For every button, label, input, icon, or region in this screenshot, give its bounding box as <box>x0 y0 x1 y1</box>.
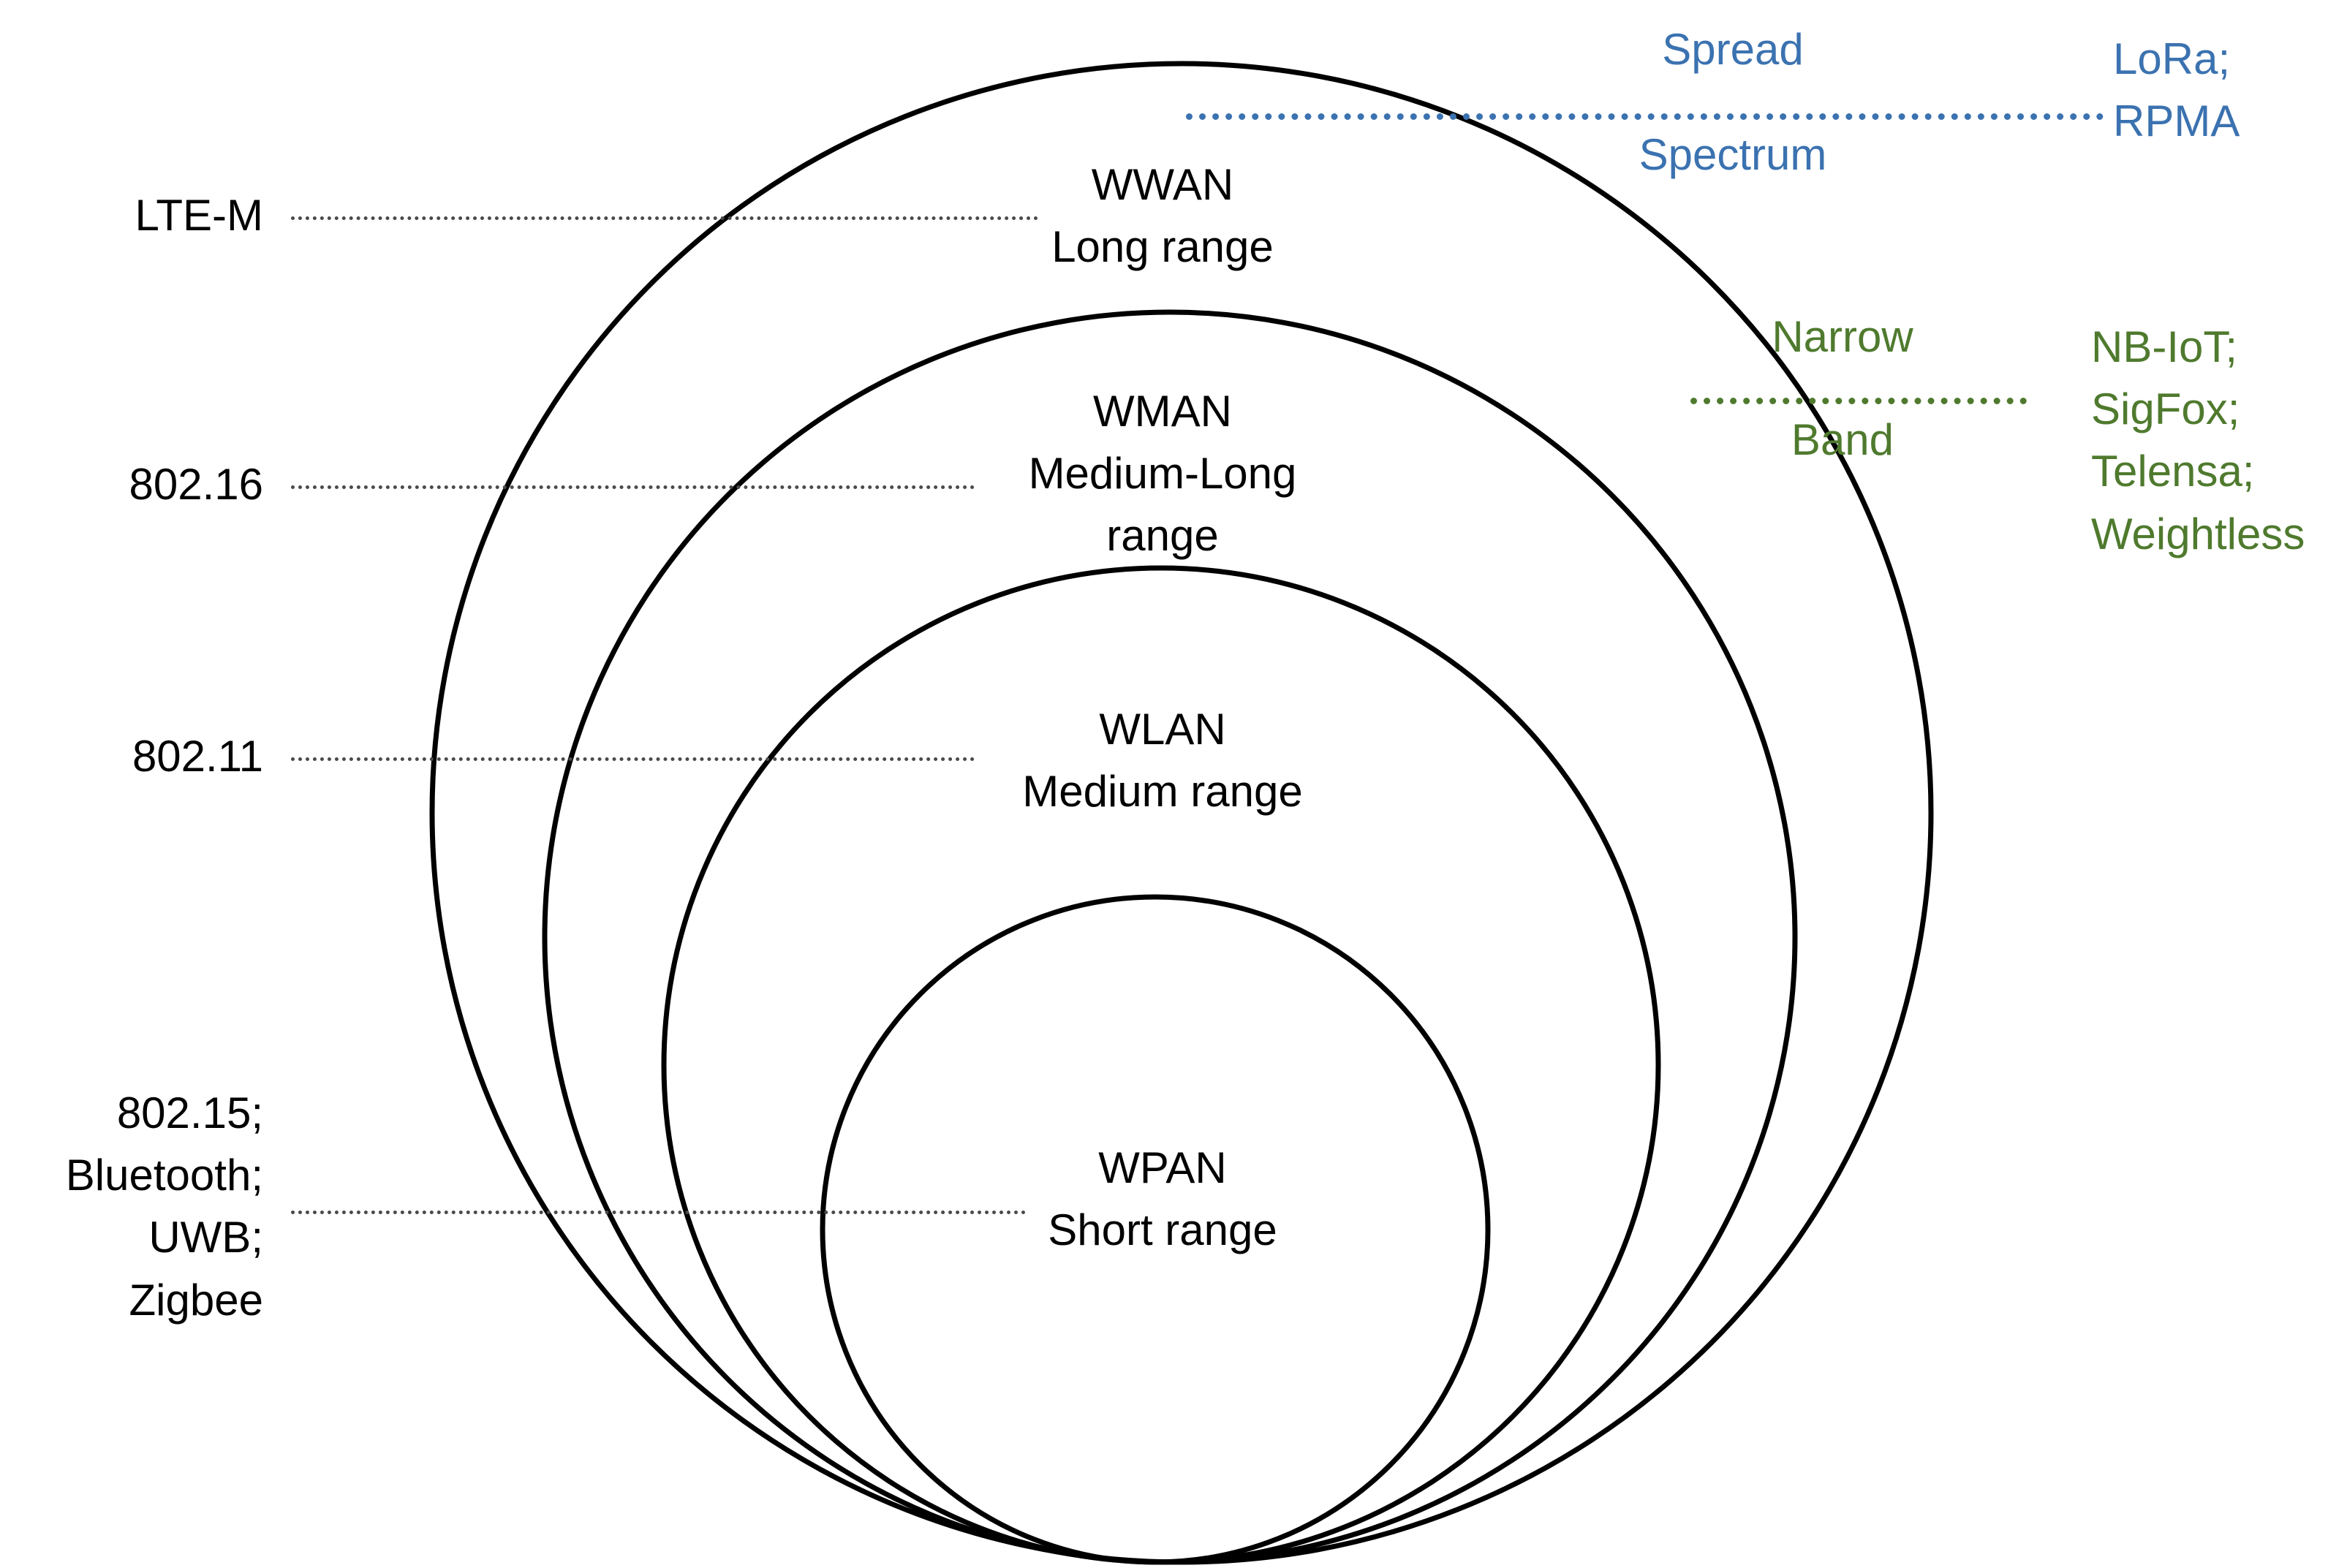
tech-list-narrow-band: NB-IoT; SigFox; Telensa; Weightless <box>2091 322 2305 558</box>
ring-label-wpan: WPAN Short range <box>1048 1143 1277 1255</box>
band-divider-spread-spectrum <box>1186 113 2104 120</box>
band-label-narrow: Narrow <box>1772 312 1913 361</box>
connector-802-15 <box>291 1211 1026 1214</box>
ring-label-wman: WMAN Medium-Long range <box>1028 387 1297 561</box>
left-label-802-11: 802.11 <box>132 732 263 781</box>
band-label-band: Band <box>1791 415 1894 464</box>
left-label-802-16: 802.16 <box>129 460 263 509</box>
ring-label-wlan: WLAN Medium range <box>1022 705 1303 817</box>
band-label-spread: Spread <box>1662 25 1804 74</box>
left-label-802-15: 802.15; Bluetooth; UWB; Zigbee <box>65 1088 263 1325</box>
connector-802-16 <box>291 485 975 489</box>
band-label-spectrum: Spectrum <box>1639 130 1827 179</box>
band-divider-narrow-band <box>1690 398 2027 404</box>
connector-802-11 <box>291 757 975 761</box>
tech-list-spread-spectrum: LoRa; RPMA <box>2113 34 2240 146</box>
connector-lte-m <box>291 216 1038 220</box>
left-label-lte-m: LTE-M <box>135 191 263 240</box>
ring-label-wwan: WWAN Long range <box>1051 160 1274 272</box>
circle-wpan <box>820 894 1491 1565</box>
